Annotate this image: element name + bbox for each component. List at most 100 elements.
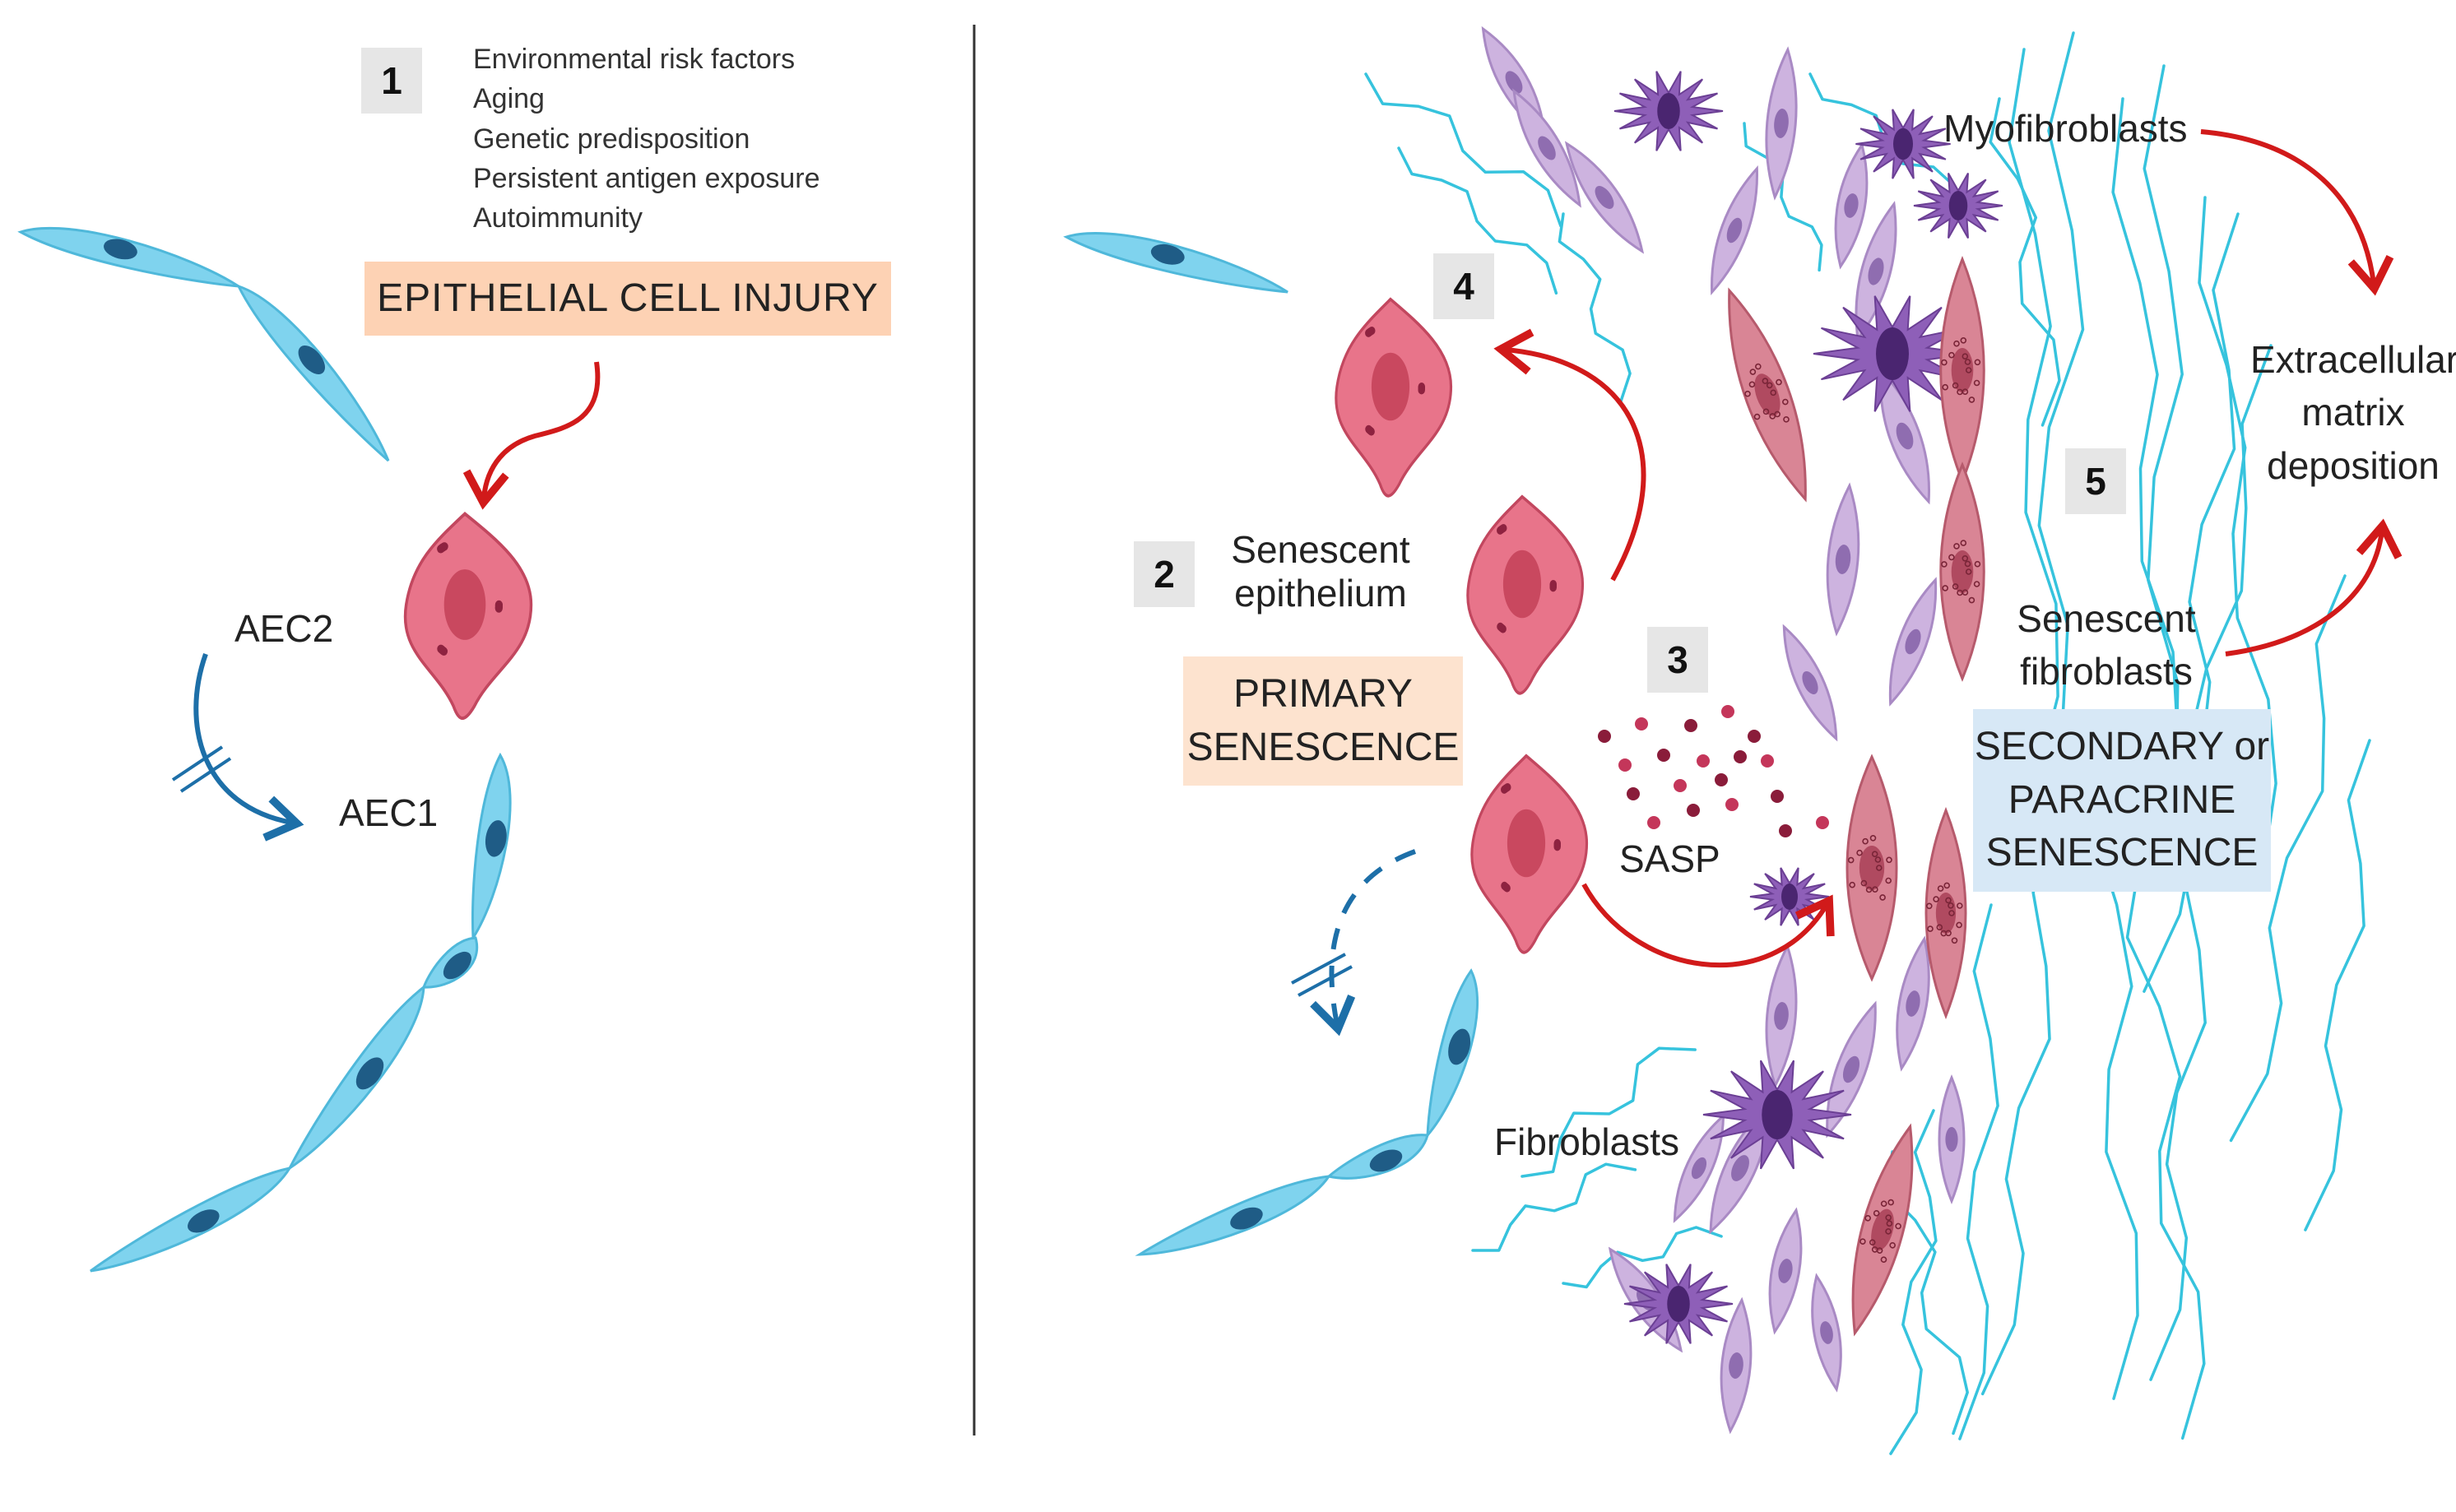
myofibroblast-cell [1702, 1060, 1852, 1170]
senescent-fibroblasts-label: Senescent fibroblasts [2008, 592, 2205, 698]
senescent-fibroblast-cell [1939, 461, 1985, 682]
aec1-cell [1426, 968, 1479, 1139]
senescent-epithelium-line: Senescent [1231, 528, 1410, 571]
senescent-fibroblast-cell [1939, 255, 1985, 485]
myofibroblast-cell [1813, 295, 1972, 412]
ecm-fiber [1989, 97, 2061, 427]
sasp-particle [1627, 787, 1640, 800]
ecm-fiber [1397, 146, 1558, 295]
primary-senescence-line: PRIMARY [1233, 671, 1413, 716]
aec1-label: AEC1 [339, 791, 439, 834]
step-2-badge: 2 [1134, 541, 1195, 607]
ecm-fiber [2026, 31, 2085, 823]
fibroblast-cell [1512, 88, 1581, 208]
step-3-number: 3 [1667, 638, 1688, 681]
sasp-particle [1697, 754, 1710, 768]
primary-senescence-line: SENESCENCE [1186, 725, 1460, 769]
fibroblast-cell [1765, 943, 1798, 1089]
aec2-label: AEC2 [234, 607, 334, 650]
sasp-particle [1748, 730, 1761, 743]
fibroblast-cell [1888, 577, 1938, 707]
sasp-particle [1816, 816, 1829, 829]
fibroblast-cell [1834, 141, 1869, 270]
sasp-particle [1618, 758, 1632, 772]
paracrine-arrow [1581, 883, 1835, 968]
sasp-particle [1647, 816, 1660, 829]
risk-factor-list: Environmental risk factors Aging Genetic… [473, 39, 819, 238]
risk-factor-item: Environmental risk factors [473, 44, 796, 75]
aec1-cell [17, 226, 239, 288]
ecm-fiber [2125, 862, 2206, 1440]
fibroblast-cell [1711, 165, 1758, 295]
myofibroblast-ecm-arrow [2200, 129, 2394, 296]
ecm-deposition-label: Extracellular matrix deposition [2250, 333, 2456, 492]
sasp-label: SASP [1619, 837, 1720, 880]
primary-senescence-box: PRIMARY SENESCENCE [1183, 656, 1463, 786]
step-2-number: 2 [1154, 553, 1175, 596]
risk-factor-item: Autoimmunity [473, 202, 643, 234]
step-1-badge: 1 [361, 48, 422, 114]
fibroblast-cell [1826, 482, 1860, 637]
sasp-particle [1635, 717, 1648, 730]
ecm-fiber [1889, 1109, 1938, 1455]
ecm-fiber [1364, 72, 1562, 228]
sasp-particle [1715, 773, 1728, 786]
block-mark-2 [179, 757, 232, 793]
senescent-epithelium-line: epithelium [1234, 571, 1407, 615]
sasp-particle [1721, 705, 1734, 718]
secondary-senescence-line: SECONDARY or [1974, 724, 2270, 768]
ecm-deposition-line: Extracellular [2250, 338, 2456, 381]
injury-arrow [462, 361, 601, 510]
aec2-injured-cell [403, 512, 533, 721]
fibroblast-cell [1938, 1074, 1966, 1204]
senescent-fibroblast-cell [1924, 806, 1967, 1020]
myofibroblasts-label: Myofibroblasts [1943, 107, 2188, 150]
ecm-fiber [1520, 1046, 1697, 1178]
risk-factor-item: Persistent antigen exposure [473, 162, 820, 194]
step-1-number: 1 [381, 59, 402, 102]
sasp-particle [1725, 798, 1739, 811]
senescent-epithelium-label: Senescent epithelium [1226, 528, 1415, 615]
ecm-fiber [2198, 196, 2277, 871]
senescent-fibroblast-ecm-arrow [2225, 518, 2403, 656]
ecm-deposition-line: matrix [2301, 391, 2405, 434]
ecm-fiber [1980, 821, 2059, 1396]
arrow-layer [171, 129, 2403, 1037]
sasp-particle [1674, 779, 1687, 792]
fibroblast-cell [1564, 141, 1645, 254]
secondary-senescence-line: PARACRINE [2008, 777, 2236, 822]
step-4-badge: 4 [1433, 253, 1494, 319]
ecm-fiber [1471, 1162, 1637, 1252]
ecm-fiber [2149, 805, 2207, 1381]
aec-transition-arrow [193, 653, 304, 842]
sasp-particle [1657, 749, 1670, 762]
fibroblast-cell [1720, 1296, 1753, 1435]
aec1-cell [1063, 231, 1288, 294]
ecm-fiber [1562, 1226, 1723, 1289]
risk-factor-item: Genetic predisposition [473, 123, 750, 155]
block-mark-4 [1298, 965, 1353, 997]
aec1-cell [286, 984, 425, 1172]
sasp-particles [1598, 705, 1829, 837]
fibroblast-cell [1673, 1113, 1725, 1223]
fibroblast-cell [1765, 46, 1798, 201]
aec1-cell [471, 752, 512, 942]
step-3-badge: 3 [1647, 627, 1708, 693]
epithelial-injury-box: EPITHELIAL CELL INJURY [364, 262, 891, 336]
senescent-epithelial-cell [1470, 754, 1589, 954]
sasp-particle [1684, 719, 1697, 732]
myofibroblast-cell [1913, 173, 2003, 239]
myofibroblast-cell [1855, 109, 1951, 179]
senescent-fibroblast-cell [1851, 1123, 1914, 1337]
step-5-number: 5 [2085, 460, 2106, 503]
step-4-number: 4 [1453, 265, 1474, 308]
senescent-epithelial-cell [1335, 297, 1453, 498]
ecm-fiber [2304, 739, 2371, 1231]
epithelial-injury-label: EPITHELIAL CELL INJURY [377, 276, 879, 320]
risk-factor-item: Aging [473, 83, 545, 115]
aec1-cell [236, 284, 390, 462]
step-5-badge: 5 [2065, 448, 2126, 514]
fibroblasts-label: Fibroblasts [1494, 1120, 1679, 1163]
